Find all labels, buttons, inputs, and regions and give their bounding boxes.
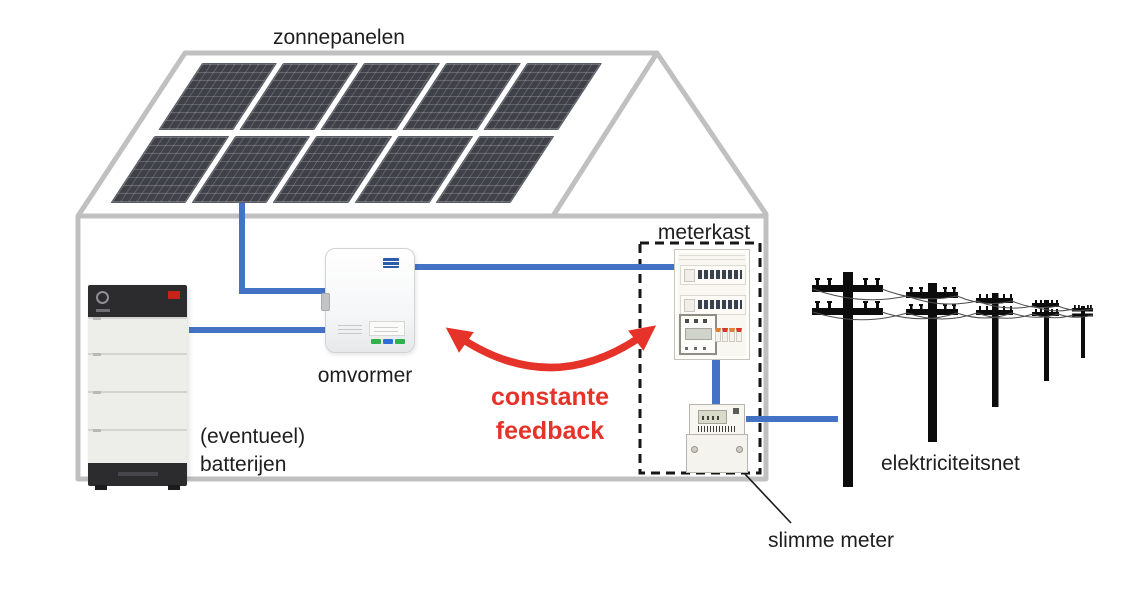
battery-control-unit <box>88 285 187 317</box>
label-meter-cabinet: meterkast <box>657 221 751 244</box>
battery-base <box>88 463 187 490</box>
breaker-module <box>684 299 695 312</box>
label-batteries-line2: batterijen <box>200 453 287 476</box>
battery-brand-icon <box>168 291 180 299</box>
label-feedback: constante feedback <box>460 380 640 448</box>
line-panels-to-inverter <box>239 203 326 294</box>
battery-module <box>88 391 187 429</box>
meter-lcd <box>685 328 712 340</box>
mini-breaker <box>722 328 728 342</box>
label-smart-meter: slimme meter <box>768 529 895 552</box>
inverter-display <box>369 321 405 336</box>
fuse-box-trim <box>679 259 745 260</box>
smart-meter-terminal-cover <box>686 434 748 473</box>
smart-meter-device <box>686 404 748 473</box>
connection-lines <box>189 203 838 422</box>
fuse-box-device <box>674 249 750 360</box>
house-outline <box>75 50 769 482</box>
inverter-fine-print <box>338 325 362 334</box>
feedback-arrow <box>445 325 657 372</box>
inverter-connector <box>321 293 330 311</box>
fuse-box-trim <box>679 255 745 256</box>
screw-icon <box>691 446 698 453</box>
meter-terminals <box>685 347 711 350</box>
label-batteries-line1: (eventueel) <box>200 425 306 448</box>
inverter-brand-icon <box>383 258 399 268</box>
label-grid: elektriciteitsnet <box>881 452 1020 475</box>
screw-icon <box>736 446 743 453</box>
battery-module <box>88 353 187 391</box>
led-green <box>371 339 381 344</box>
battery-base-slot <box>118 472 158 476</box>
breaker-row <box>680 265 746 285</box>
battery-module <box>88 429 187 463</box>
inverter-status-leds <box>371 339 405 344</box>
battery-logo-icon <box>96 291 109 304</box>
battery-foot <box>95 485 107 490</box>
smart-meter-display-unit <box>689 404 745 436</box>
label-feedback-line1: constante <box>490 383 610 411</box>
led-blue <box>383 339 393 344</box>
mini-breaker <box>729 328 735 342</box>
label-feedback-line2: feedback <box>495 417 605 445</box>
mini-breaker <box>715 328 721 342</box>
mini-breaker <box>736 328 742 342</box>
inverter-device <box>321 248 415 353</box>
battery-foot <box>168 485 180 490</box>
meter-cabinet-dashed-box <box>638 241 762 475</box>
smart-meter-barcode <box>698 426 736 432</box>
kwh-meter-module <box>679 314 717 355</box>
breaker-module <box>684 269 695 282</box>
breaker-switches <box>698 270 742 279</box>
meter-knobs <box>685 319 711 323</box>
power-wires-icon <box>812 288 1094 321</box>
label-inverter: omvormer <box>317 364 413 387</box>
battery-vent-icon <box>96 309 110 312</box>
battery-module <box>88 317 187 353</box>
led-green <box>395 339 405 344</box>
smart-meter-button <box>733 408 739 414</box>
label-solar-panels: zonnepanelen <box>273 26 405 49</box>
mini-breakers <box>715 328 742 342</box>
label-batteries: (eventueel) batterijen <box>200 423 305 479</box>
breaker-switches <box>698 300 742 309</box>
breaker-row <box>680 295 746 315</box>
battery-stack <box>88 285 187 490</box>
smart-meter-lcd <box>698 410 727 424</box>
